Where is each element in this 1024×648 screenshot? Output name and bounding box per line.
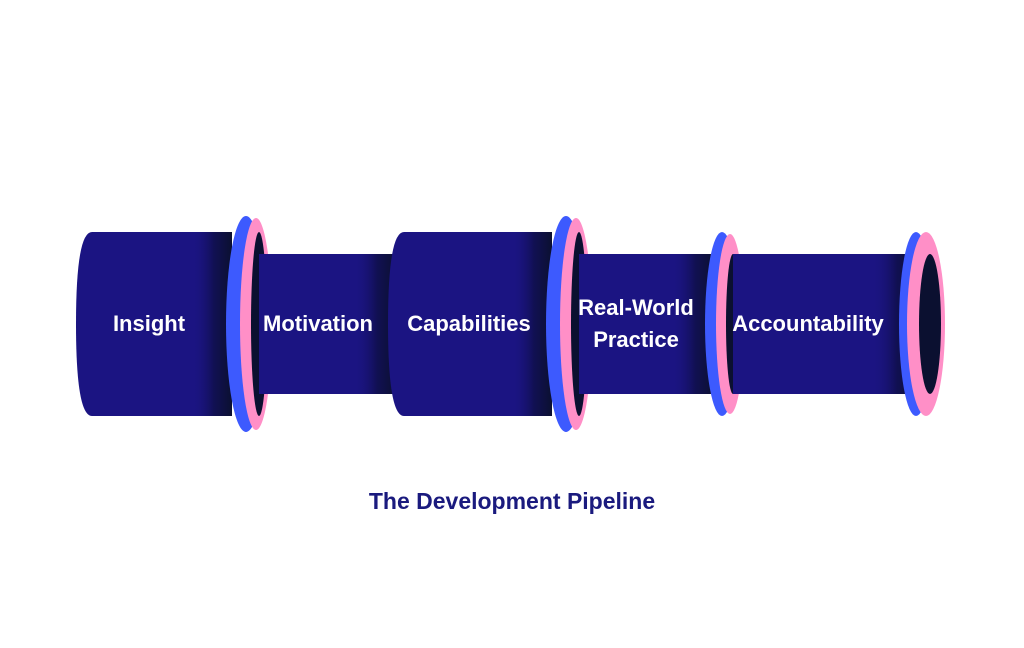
stage-label-accountability: Accountability (732, 311, 884, 336)
pipe-segment-motivation: Motivation (259, 254, 396, 394)
diagram-caption: The Development Pipeline (368, 488, 656, 514)
stage-label-real-world: Real-World (578, 295, 694, 320)
pipe-segment-real-world-practice: Real-World Practice (578, 254, 714, 394)
pipe-segment-accountability: Accountability (732, 254, 917, 394)
pipe-segment-capabilities: Capabilities (388, 232, 552, 416)
pipe-end-ring (899, 232, 945, 416)
stage-label-insight: Insight (113, 311, 186, 336)
stage-label-practice: Practice (593, 327, 679, 352)
stage-label-motivation: Motivation (263, 311, 373, 336)
stage-label-capabilities: Capabilities (407, 311, 530, 336)
pipe-segment-insight: Insight (76, 232, 232, 416)
